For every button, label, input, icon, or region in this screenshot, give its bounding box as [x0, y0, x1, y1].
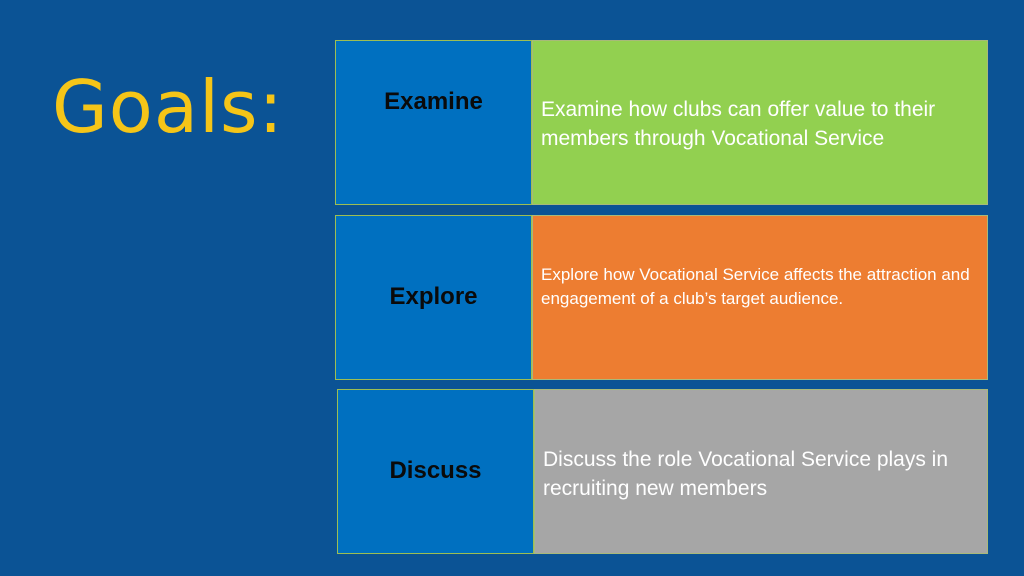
goal-label-examine: Examine [384, 87, 483, 115]
goal-label-box-explore: Explore [335, 215, 532, 380]
goal-description-discuss: Discuss the role Vocational Service play… [543, 448, 949, 500]
goal-description-box-explore: Explore how Vocational Service affects t… [532, 215, 988, 380]
goal-label-explore: Explore [389, 282, 478, 310]
goal-row-discuss: Discuss Discuss the role Vocational Serv… [337, 389, 988, 554]
goal-row-examine: Examine Examine how clubs can offer valu… [335, 40, 988, 205]
goal-label-discuss: Discuss [389, 456, 482, 484]
slide-title: Goals: [52, 65, 284, 149]
goal-label-box-discuss: Discuss [337, 389, 534, 554]
goal-row-explore: Explore Explore how Vocational Service a… [335, 215, 988, 380]
goal-description-box-discuss: Discuss the role Vocational Service play… [534, 389, 988, 554]
goal-description-explore: Explore how Vocational Service affects t… [541, 265, 970, 308]
goal-description-box-examine: Examine how clubs can offer value to the… [532, 40, 988, 205]
goal-description-examine: Examine how clubs can offer value to the… [541, 98, 936, 150]
goal-label-box-examine: Examine [335, 40, 532, 205]
